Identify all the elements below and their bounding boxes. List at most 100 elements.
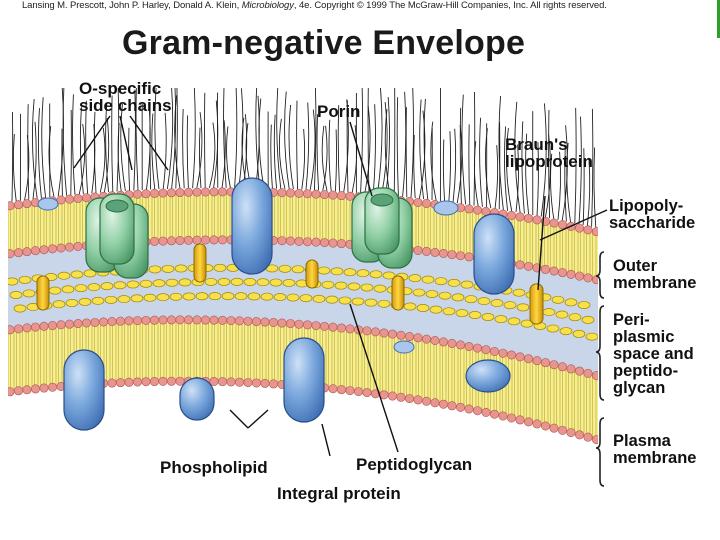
phospholipid-head	[499, 349, 507, 357]
phospholipid-head	[329, 239, 337, 247]
phospholipid-head	[414, 246, 422, 254]
peptidoglycan-unit	[560, 328, 572, 335]
peptidoglycan-unit	[283, 279, 295, 286]
side-chain	[199, 128, 201, 188]
phospholipid-head	[337, 191, 345, 199]
phospholipid-head	[388, 392, 396, 400]
phospholipid-head	[465, 342, 473, 350]
peptidoglycan-unit	[357, 270, 369, 277]
phospholipid-head	[346, 192, 354, 200]
side-chain	[106, 104, 109, 192]
peptidoglycan-unit	[162, 265, 174, 272]
phospholipid-head	[125, 317, 133, 325]
peptidoglycan-unit	[300, 295, 312, 302]
peptidoglycan-unit	[335, 282, 347, 289]
phospholipid-head	[516, 353, 524, 361]
phospholipid-head	[6, 202, 14, 210]
peptidoglycan-unit	[118, 295, 130, 302]
peptidoglycan-unit	[322, 281, 334, 288]
phospholipid-head	[218, 236, 226, 244]
phospholipid-head	[31, 385, 39, 393]
peptidoglycan-unit	[318, 267, 330, 274]
peptidoglycan-unit	[231, 278, 243, 285]
phospholipid-head	[516, 213, 524, 221]
phospholipid-head	[482, 346, 490, 354]
phospholipid-head	[550, 361, 558, 369]
phospholipid-head	[65, 195, 73, 203]
phospholipid-head	[431, 336, 439, 344]
peptidoglycan-unit	[352, 298, 364, 305]
side-chain	[271, 125, 273, 189]
peptidoglycan-unit	[196, 293, 208, 300]
phospholipid-head	[159, 237, 167, 245]
phospholipid-head	[6, 250, 14, 258]
phospholipid-head	[278, 237, 286, 245]
phospholipid-head	[388, 330, 396, 338]
peptidoglycan-unit	[218, 278, 230, 285]
label-porin: Porin	[317, 103, 360, 120]
peptidoglycan-unit	[374, 285, 386, 292]
peptidoglycan-unit	[456, 309, 468, 316]
phospholipid-head	[14, 248, 22, 256]
side-chain	[361, 79, 363, 193]
phospholipid-head	[456, 252, 464, 260]
side-chain	[310, 110, 315, 190]
phospholipid-head	[31, 323, 39, 331]
phospholipid-head	[40, 322, 48, 330]
peptidoglycan-unit	[404, 303, 416, 310]
phospholipid-head	[414, 396, 422, 404]
phospholipid-head	[295, 237, 303, 245]
phospholipid-head	[354, 387, 362, 395]
phospholipid-head	[303, 321, 311, 329]
phospholipid-head	[482, 408, 490, 416]
phospholipid-head	[363, 388, 371, 396]
phospholipid-head	[227, 378, 235, 386]
phospholipid-head	[312, 190, 320, 198]
peptidoglycan-unit	[435, 278, 447, 285]
peptidoglycan-unit	[448, 279, 460, 286]
peptidoglycan-unit	[426, 290, 438, 297]
small-protein	[38, 198, 58, 210]
peptidoglycan-unit	[326, 296, 338, 303]
outer-membrane-protein	[232, 178, 272, 274]
phospholipid-head	[550, 267, 558, 275]
peptidoglycan-unit	[62, 286, 74, 293]
label-periplasmic-space: Peri- plasmic space and peptido- glycan	[613, 312, 694, 397]
small-protein	[394, 341, 414, 353]
peptidoglycan-unit	[274, 293, 286, 300]
peptidoglycan-unit	[461, 281, 473, 288]
peptidoglycan-unit	[235, 293, 247, 300]
peptidoglycan-unit	[101, 283, 113, 290]
side-chain	[397, 97, 398, 196]
side-chain	[394, 78, 395, 196]
peptidoglycan-unit	[19, 276, 31, 283]
phospholipid-head	[439, 400, 447, 408]
peptidoglycan-unit	[491, 299, 503, 306]
phospholipid-head	[405, 394, 413, 402]
lipoprotein	[530, 284, 543, 324]
side-chain	[431, 122, 436, 201]
side-chain	[285, 92, 290, 189]
peptidoglycan-unit	[378, 300, 390, 307]
peptidoglycan-unit	[183, 293, 195, 300]
peptidoglycan-unit	[144, 294, 156, 301]
phospholipid-head	[439, 249, 447, 257]
side-chain	[460, 108, 461, 204]
peptidoglycan-unit	[552, 296, 564, 303]
side-chain	[329, 120, 331, 191]
phospholipid-head	[176, 316, 184, 324]
peptidoglycan-unit	[370, 271, 382, 278]
peptidoglycan-unit	[547, 325, 559, 332]
lipoprotein	[392, 276, 404, 310]
small-protein	[434, 201, 458, 215]
phospholipid-head	[193, 236, 201, 244]
peptidoglycan-unit	[465, 296, 477, 303]
phospholipid-head	[533, 420, 541, 428]
side-chain	[317, 114, 319, 190]
side-chain	[274, 115, 276, 189]
phospholipid-head	[524, 418, 532, 426]
side-chain	[187, 115, 188, 188]
phospholipid-head	[286, 189, 294, 197]
phospholipid-head	[176, 236, 184, 244]
lipoprotein	[306, 260, 318, 288]
